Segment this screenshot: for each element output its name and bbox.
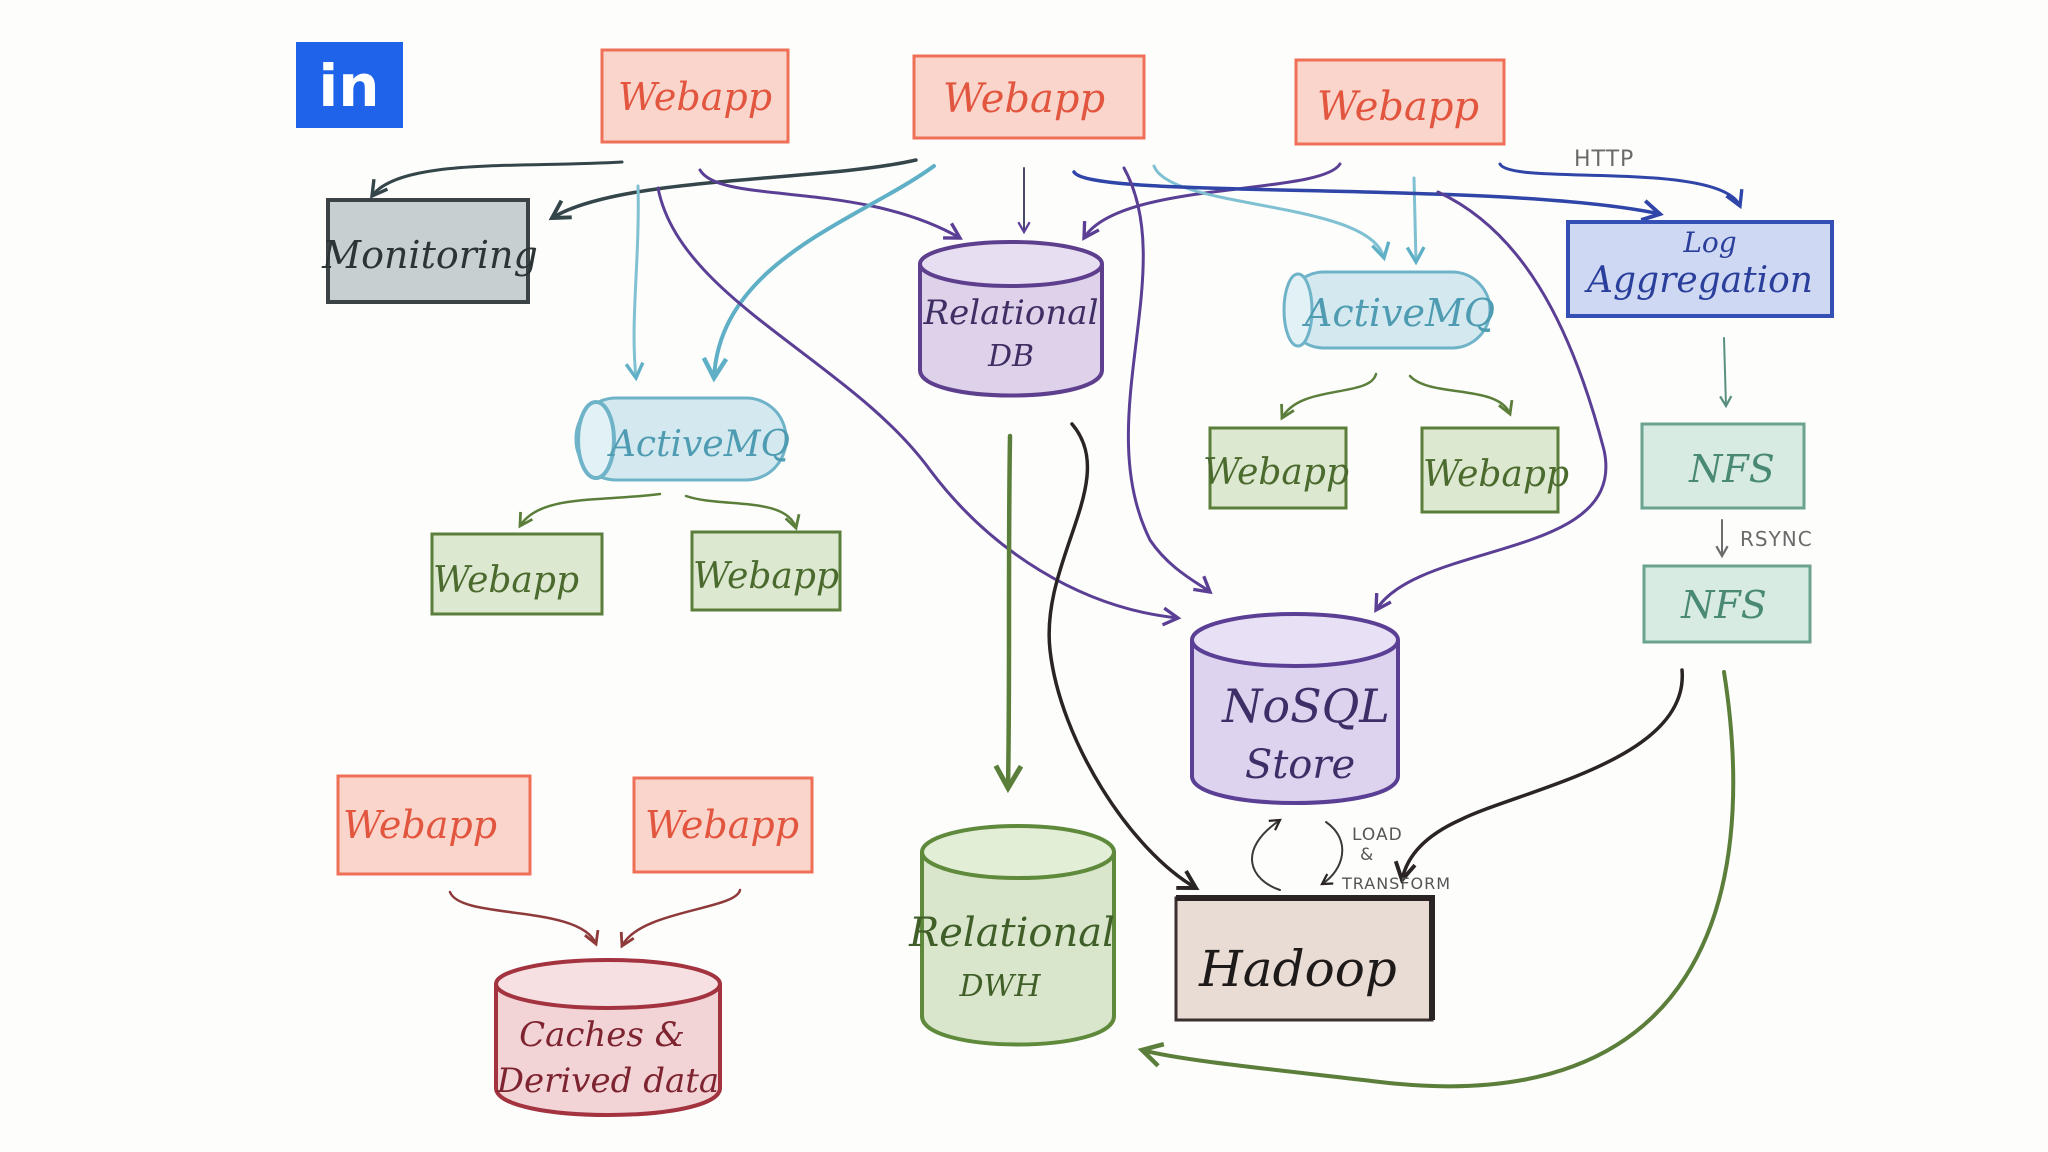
edge-webapp1-monitoring: [369, 160, 624, 199]
nfs-box-2: NFS: [1642, 564, 1812, 644]
edge-nfs2-hadoop: [1393, 668, 1684, 884]
edge-webapp2-monitoring: [548, 158, 918, 221]
edge-activemq-left-webapp-left2: [684, 494, 801, 531]
hadoop-label: Hadoop: [1198, 940, 1397, 998]
edge-webapp-bottom2-caches: [619, 888, 742, 949]
edge-webapp3-relationaldb: [1082, 162, 1342, 241]
edge-relationaldb-hadoop: [1047, 422, 1200, 890]
webapp-right-2: Webapp: [1420, 426, 1569, 514]
webapp-top-1-label: Webapp: [618, 75, 772, 119]
webapp-top-3: Webapp: [1294, 58, 1506, 146]
dwh-label-line2: DWH: [958, 969, 1041, 1004]
nosql-label-line1: NoSQL: [1221, 679, 1390, 733]
edge-webapp1-relationaldb: [698, 168, 963, 240]
monitoring-label: Monitoring: [321, 233, 538, 277]
webapp-top-2: Webapp: [912, 54, 1146, 140]
webapp-bottom-1-label: Webapp: [343, 803, 497, 847]
webapp-right-2-label: Webapp: [1423, 454, 1569, 495]
activemq-left-label: ActiveMQ: [607, 424, 790, 465]
activemq-right: ActiveMQ: [1282, 270, 1495, 350]
webapp-bottom-2: Webapp: [632, 776, 814, 874]
caches-derived-data-cylinder: Caches & Derived data: [494, 958, 722, 1117]
webapp-bottom-1: Webapp: [336, 774, 532, 876]
relational-dwh-cylinder: Relational DWH: [908, 824, 1116, 1047]
edge-webapp1-nosql: [656, 186, 1182, 627]
edge-webapp2-activemq-right: [1152, 164, 1391, 262]
ampersand-label: &: [1360, 845, 1374, 865]
webapp-left-1-label: Webapp: [433, 560, 579, 601]
edge-webapp2-activemq-left: [701, 164, 936, 383]
edge-activemq-left-webapp-left1: [518, 492, 662, 529]
edge-webapp-bottom1-caches: [448, 890, 600, 947]
edge-nosql-hadoop-load-transform: [1320, 821, 1344, 886]
activemq-right-label: ActiveMQ: [1302, 291, 1495, 335]
edges: [369, 158, 1744, 1089]
webapp-right-1-label: Webapp: [1203, 452, 1349, 493]
linkedin-logo: in: [296, 42, 403, 128]
caches-label-line2: Derived data: [496, 1061, 719, 1101]
webapp-right-1: Webapp: [1203, 426, 1349, 510]
edge-webapp3-activemq-right: [1405, 176, 1426, 266]
webapp-top-1: Webapp: [600, 48, 790, 144]
caches-label-line1: Caches &: [519, 1015, 685, 1055]
log-aggregation-box: Log Aggregation: [1566, 220, 1834, 318]
webapp-left-2-label: Webapp: [693, 556, 839, 597]
load-label: LOAD: [1352, 825, 1403, 845]
edge-webapp3-nosql: [1374, 190, 1608, 613]
hadoop-box: Hadoop: [1174, 895, 1435, 1022]
webapp-left-2: Webapp: [690, 530, 842, 612]
nfs-1-label: NFS: [1688, 447, 1775, 491]
relational-db-label-line2: DB: [987, 339, 1034, 374]
edge-webapp1-activemq-left: [624, 184, 645, 382]
edge-relationaldb-dwh: [993, 433, 1024, 794]
edge-webapp3-logaggregation-http: [1498, 162, 1744, 210]
webapp-top-2-label: Webapp: [943, 76, 1105, 122]
webapp-bottom-2-label: Webapp: [645, 803, 799, 847]
nosql-store-cylinder: NoSQL Store: [1190, 612, 1400, 805]
edge-logaggregation-nfs1: [1719, 337, 1733, 409]
activemq-left: ActiveMQ: [574, 396, 790, 482]
nosql-label-line2: Store: [1245, 742, 1355, 788]
webapp-top-3-label: Webapp: [1317, 84, 1479, 130]
http-label: HTTP: [1574, 147, 1634, 172]
edge-webapp2-logaggregation: [1072, 170, 1664, 222]
edge-nfs2-dwh: [1137, 670, 1736, 1089]
log-aggregation-label-line2: Aggregation: [1584, 260, 1813, 301]
dwh-label-line1: Relational: [908, 910, 1115, 956]
monitoring-box: Monitoring: [321, 198, 538, 304]
nfs-box-1: NFS: [1640, 422, 1806, 510]
log-aggregation-label-line1: Log: [1682, 226, 1736, 259]
webapp-left-1: Webapp: [430, 532, 604, 616]
transform-label: TRANSFORM: [1341, 874, 1451, 893]
edge-activemq-right-webapp-right2: [1408, 374, 1514, 417]
rsync-label: RSYNC: [1740, 527, 1813, 551]
edge-hadoop-nosql: [1251, 818, 1282, 891]
relational-db-label-line1: Relational: [923, 293, 1099, 333]
edge-webapp2-nosql: [1122, 166, 1213, 595]
edge-activemq-right-webapp-right1: [1280, 372, 1378, 421]
relational-db-cylinder: Relational DB: [918, 240, 1104, 398]
linkedin-logo-text: in: [318, 52, 379, 120]
nfs-2-label: NFS: [1680, 583, 1767, 627]
